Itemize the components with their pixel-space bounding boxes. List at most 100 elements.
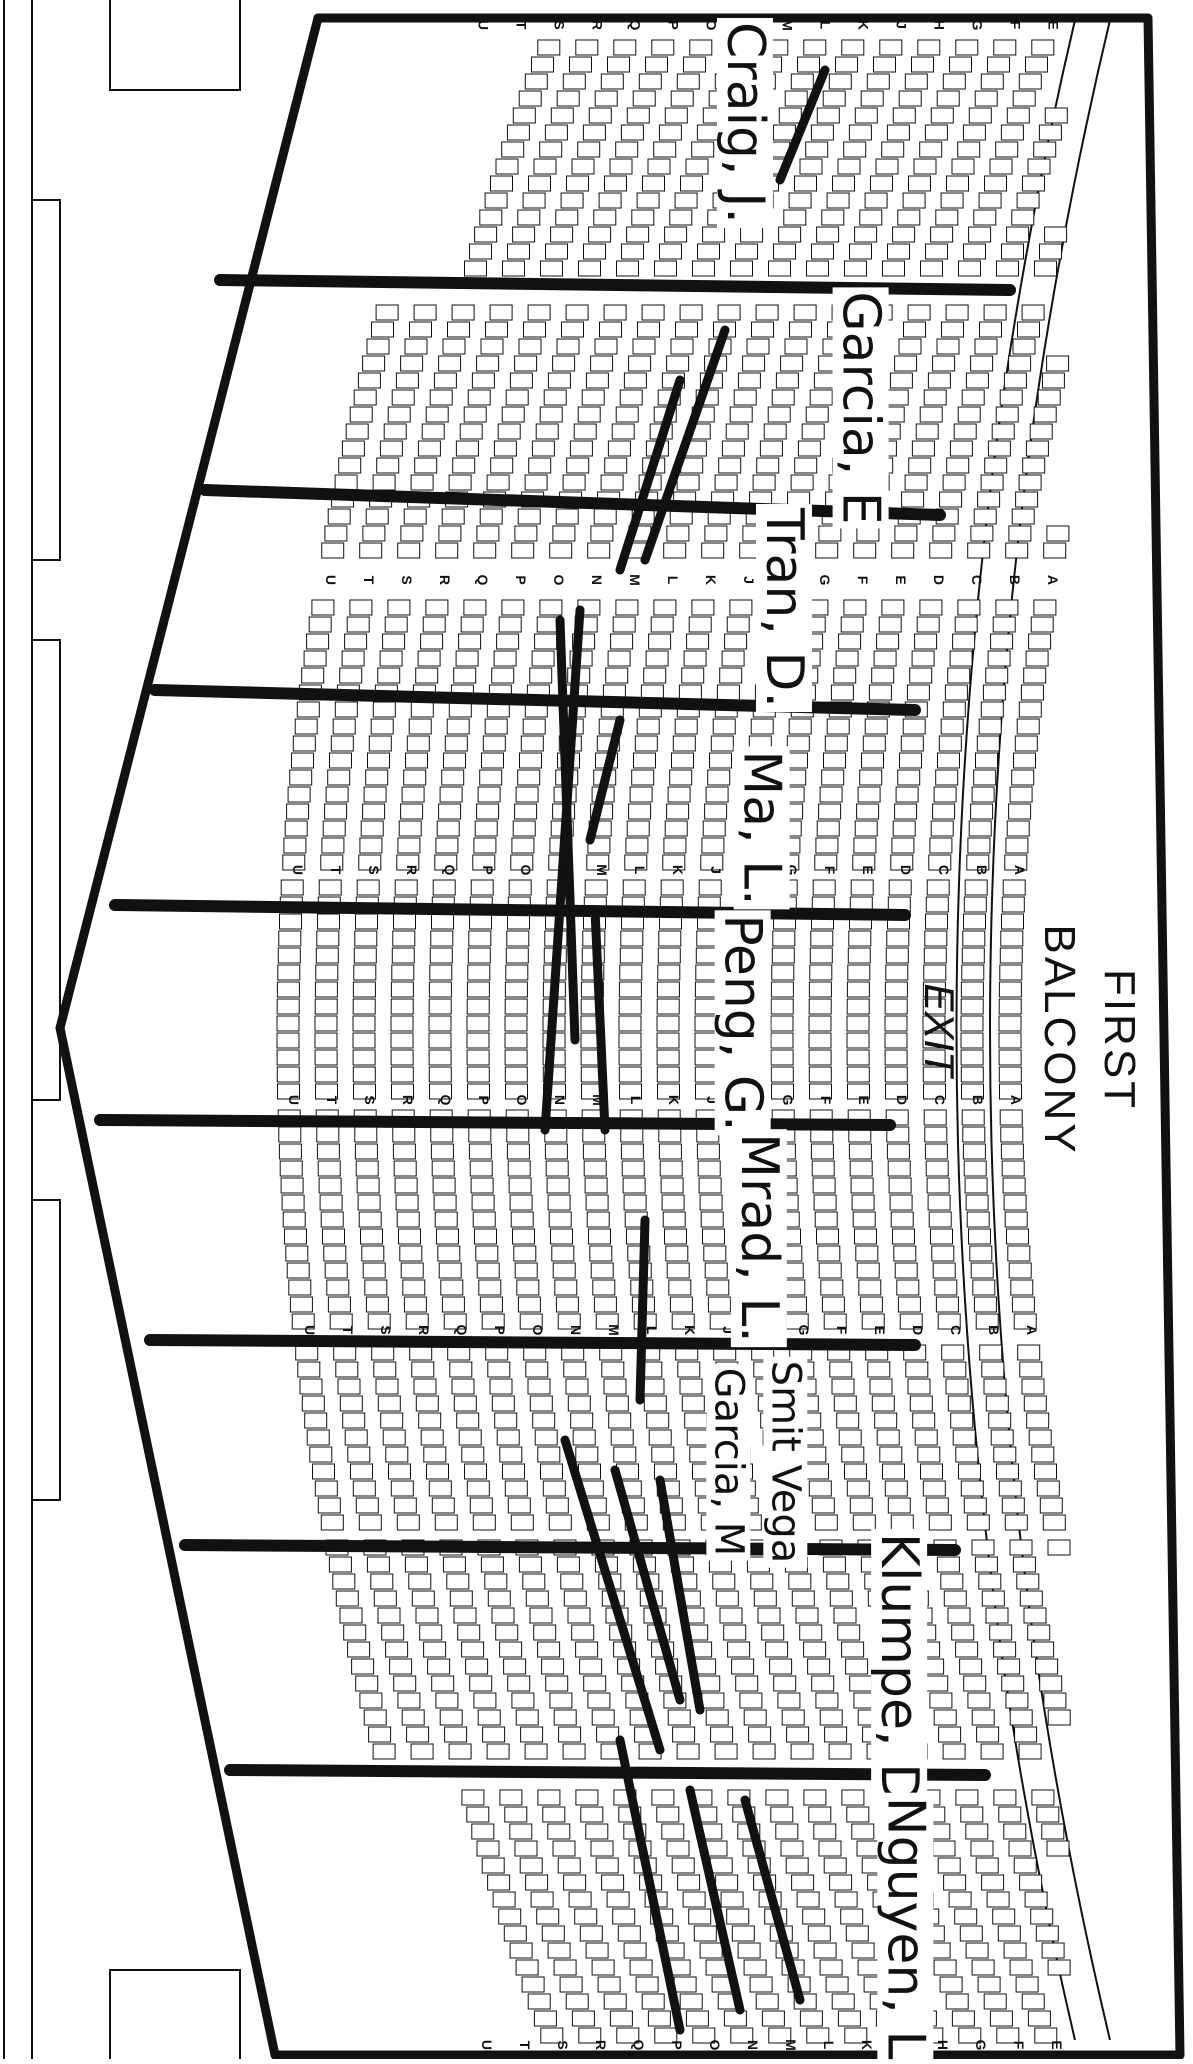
seat [329, 1313, 353, 1330]
seat [590, 1840, 614, 1857]
seat [520, 1726, 544, 1743]
row-letter: B [970, 1095, 986, 1105]
seat [925, 896, 949, 913]
seat [344, 1429, 368, 1446]
seat [569, 56, 592, 73]
seat [448, 701, 472, 718]
seat [280, 879, 304, 896]
seat [884, 1032, 908, 1049]
seat [432, 1177, 456, 1194]
seat [1027, 2010, 1051, 2027]
seat [805, 141, 829, 158]
row-letter: D [898, 865, 914, 875]
seat [1021, 304, 1045, 321]
seat [474, 820, 498, 837]
seat [975, 1313, 999, 1330]
seat [833, 667, 857, 684]
seat [657, 947, 681, 964]
seat [552, 525, 576, 542]
seat [790, 73, 814, 90]
seat [628, 355, 652, 372]
seat [844, 2027, 868, 2044]
seat [714, 474, 738, 491]
seat [1042, 1514, 1066, 1531]
seat [957, 599, 981, 616]
seat [960, 1806, 984, 1823]
seat [504, 1806, 528, 1823]
seat [923, 964, 947, 981]
seat [962, 1143, 986, 1160]
seat [773, 1675, 797, 1692]
seat [1003, 1823, 1027, 1840]
seat [624, 854, 648, 871]
seat [392, 1126, 416, 1143]
seat [645, 56, 668, 73]
seat [366, 338, 390, 355]
seat [357, 372, 381, 389]
seat [944, 684, 968, 701]
seat [1012, 90, 1036, 107]
seat [989, 2010, 1013, 2027]
seat [393, 1160, 417, 1177]
seat [490, 175, 513, 192]
seat [879, 39, 903, 56]
seat [786, 735, 810, 752]
seat [838, 1429, 862, 1446]
seat [359, 542, 383, 559]
seat [609, 2010, 633, 2027]
seat [653, 141, 677, 158]
seat [410, 474, 434, 491]
seat [908, 175, 931, 192]
seat [775, 372, 799, 389]
highlight-stroke [610, 1465, 685, 1705]
seat [963, 243, 986, 260]
seat [646, 1412, 670, 1429]
seat [398, 1228, 421, 1245]
row-letter: D [894, 1095, 910, 1105]
seat [301, 667, 325, 684]
seat [702, 1228, 725, 1245]
seat [582, 1143, 606, 1160]
seat [501, 406, 525, 423]
seat [928, 1211, 952, 1228]
seat [507, 243, 530, 260]
seat [528, 175, 551, 192]
seat [522, 192, 546, 209]
seat [370, 1573, 394, 1590]
seat [743, 1709, 767, 1726]
seat [659, 1160, 683, 1177]
seat [365, 508, 389, 525]
seat [372, 1743, 396, 1760]
row-letter: C [969, 575, 985, 585]
seat [971, 786, 995, 803]
seat [309, 1446, 333, 1463]
seat [998, 1066, 1022, 1083]
seat [997, 1658, 1021, 1675]
seat [460, 616, 484, 633]
seat [517, 508, 541, 525]
seat [510, 854, 534, 871]
seat [586, 1211, 610, 1228]
row-letter: U [286, 1095, 302, 1105]
seat [601, 1361, 625, 1378]
seat [1041, 372, 1065, 389]
seat [801, 423, 825, 440]
seat [999, 389, 1023, 406]
seat [356, 1177, 380, 1194]
seat [976, 735, 1000, 752]
seat [539, 599, 563, 616]
seat [984, 457, 1008, 474]
seat [608, 1412, 632, 1429]
seat [1023, 1395, 1047, 1412]
seat [612, 1908, 636, 1925]
seat [284, 820, 308, 837]
seat [960, 1066, 984, 1083]
seat [955, 1789, 979, 1806]
seat [663, 542, 687, 559]
seat [908, 457, 932, 474]
seat [394, 879, 418, 896]
seat [509, 372, 533, 389]
seat [898, 338, 922, 355]
seat [889, 1194, 913, 1211]
seat [613, 39, 637, 56]
